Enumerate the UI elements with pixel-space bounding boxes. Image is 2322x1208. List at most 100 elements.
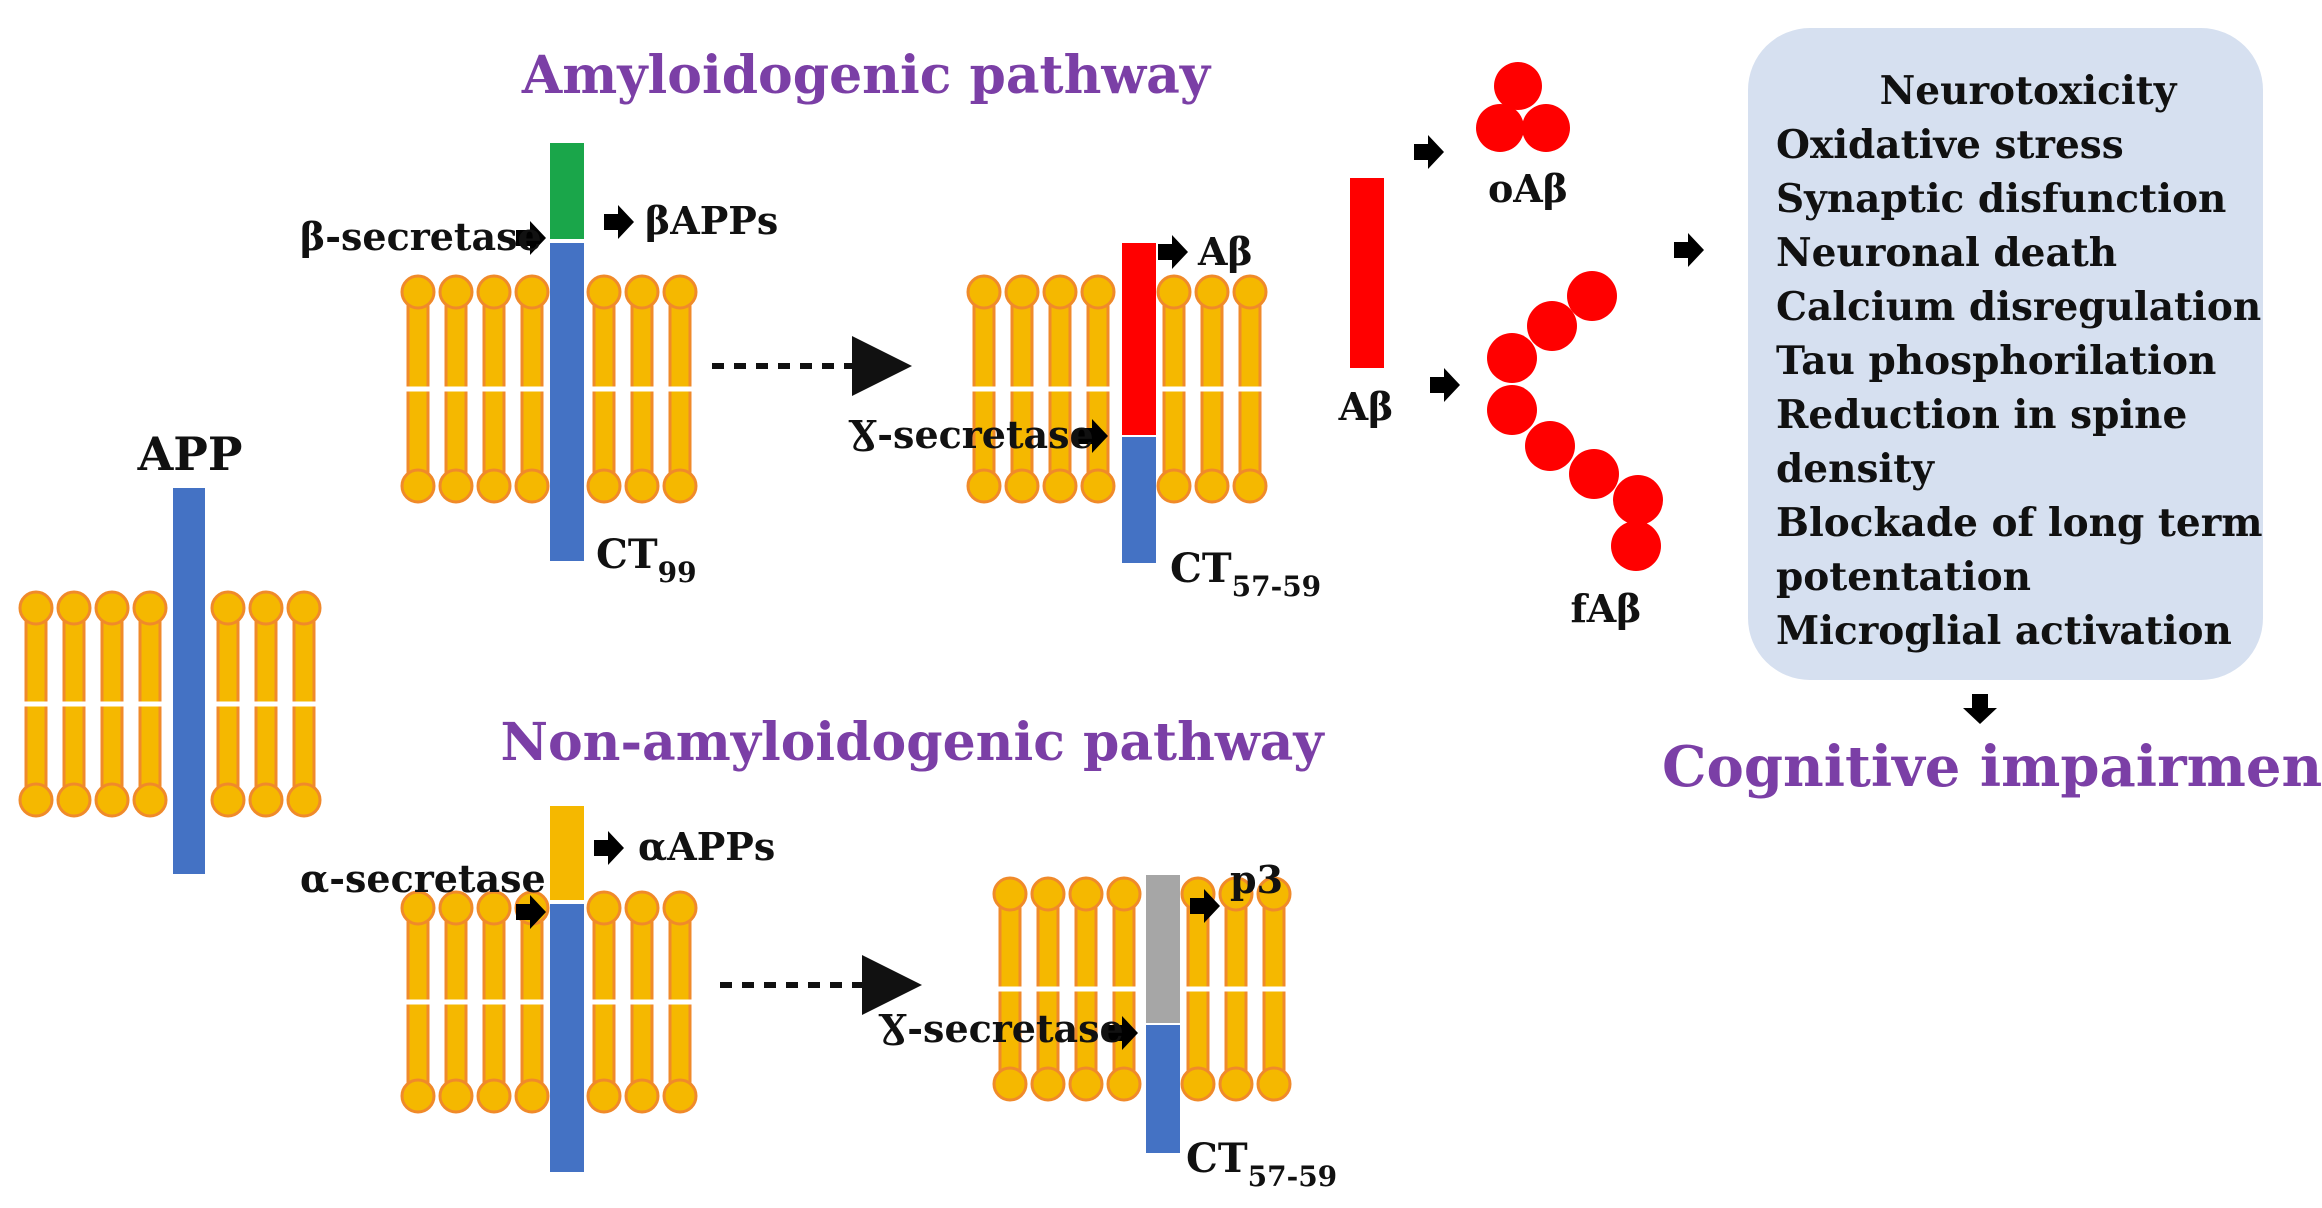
lipid-head	[476, 274, 512, 310]
lipid-bilayer	[400, 274, 698, 504]
ct83-fragment	[550, 904, 584, 1172]
lipid-head	[1180, 1066, 1216, 1102]
lipid-head	[1194, 274, 1230, 310]
lipid-head	[586, 1078, 622, 1114]
lipid-head	[438, 274, 474, 310]
p3-fragment	[1146, 875, 1180, 1023]
lipid-head	[132, 590, 168, 626]
fabeta-fibril	[1487, 271, 1663, 571]
lipid-head	[1068, 876, 1104, 912]
oligomer-ball	[1494, 62, 1542, 110]
lipid-head	[1004, 274, 1040, 310]
lipid-bilayer	[966, 274, 1268, 504]
lipid-bilayer	[992, 876, 1292, 1102]
lipid-head	[1156, 468, 1192, 504]
lipid-head	[514, 274, 550, 310]
lipid-head	[586, 890, 622, 926]
lipid-head	[94, 590, 130, 626]
fibril-ball	[1525, 421, 1575, 471]
alpha-apps-fragment	[550, 806, 584, 900]
membranes	[18, 274, 1292, 1114]
fibril-ball	[1487, 333, 1537, 383]
block-arrow	[1190, 889, 1220, 923]
ct5759b-main: CT	[1186, 1135, 1248, 1182]
fibril-ball	[1569, 449, 1619, 499]
lipid-head	[966, 274, 1002, 310]
block-arrow	[594, 831, 624, 865]
oabeta-oligomer	[1476, 62, 1570, 152]
lipid-head	[438, 890, 474, 926]
lipid-head	[248, 782, 284, 818]
lipid-head	[132, 782, 168, 818]
block-arrow	[516, 895, 546, 929]
effect-item: Calcium disregulation	[1776, 284, 2261, 330]
lipid-head	[400, 274, 436, 310]
lipid-head	[1106, 1066, 1142, 1102]
lipid-head	[210, 782, 246, 818]
lipid-head	[476, 1078, 512, 1114]
ct5759-fragment-2	[1146, 1025, 1180, 1153]
lipid-head	[1218, 1066, 1254, 1102]
lipid-head	[400, 1078, 436, 1114]
fibril-ball	[1611, 521, 1661, 571]
block-arrow	[1963, 694, 1997, 724]
lipid-head	[992, 876, 1028, 912]
protein-fragments	[173, 143, 1384, 1172]
lipid-head	[662, 468, 698, 504]
abeta-fragment-membrane	[1122, 243, 1156, 435]
lipid-head	[1004, 468, 1040, 504]
gamma-secretase-label: Ɣ-secretase	[848, 412, 1094, 457]
lipid-head	[1256, 876, 1292, 912]
lipid-bilayer	[18, 590, 322, 818]
ct99-fragment	[550, 243, 584, 561]
lipid-head	[210, 590, 246, 626]
lipid-head	[1030, 876, 1066, 912]
effect-item: Neurotoxicity	[1880, 68, 2178, 114]
oligomer-ball	[1476, 104, 1524, 152]
lipid-head	[1156, 274, 1192, 310]
lipid-head	[1080, 274, 1116, 310]
oligomer-ball	[1522, 104, 1570, 152]
lipid-head	[662, 1078, 698, 1114]
beta-secretase-label: β-secretase	[300, 214, 542, 259]
effect-item: potentation	[1776, 554, 2031, 600]
effect-item: density	[1776, 446, 1935, 492]
effect-item: Blockade of long term	[1776, 500, 2263, 546]
ct5759b-sub: 57-59	[1248, 1160, 1338, 1193]
lipid-head	[624, 890, 660, 926]
lipid-head	[400, 468, 436, 504]
ct99-main: CT	[596, 531, 658, 578]
lipid-head	[1042, 274, 1078, 310]
cognitive-impairment-label: Cognitive impairment	[1662, 734, 2322, 800]
effect-item: Neuronal death	[1776, 230, 2117, 276]
lipid-head	[1068, 1066, 1104, 1102]
abeta-label: Aβ	[1197, 229, 1253, 274]
lipid-head	[1106, 876, 1142, 912]
lipid-head	[662, 890, 698, 926]
lipid-bilayer	[400, 890, 698, 1114]
block-arrow	[1414, 135, 1444, 169]
lipid-head	[476, 468, 512, 504]
lipid-head	[56, 782, 92, 818]
beta-apps-label: βAPPs	[645, 198, 778, 243]
alpha-apps-label: αAPPs	[638, 824, 775, 869]
effect-item: Synaptic disfunction	[1776, 176, 2226, 222]
lipid-head	[18, 590, 54, 626]
lipid-head	[1232, 468, 1268, 504]
ct5759-fragment	[1122, 437, 1156, 563]
lipid-head	[286, 590, 322, 626]
lipid-head	[1080, 468, 1116, 504]
block-arrow	[1674, 233, 1704, 267]
block-arrow	[1430, 368, 1460, 402]
lipid-head	[476, 890, 512, 926]
fibril-ball	[1487, 385, 1537, 435]
lipid-head	[1042, 468, 1078, 504]
block-arrow	[1158, 235, 1188, 269]
ct5759-label: CT57-59	[1170, 545, 1321, 603]
lipid-head	[1030, 1066, 1066, 1102]
non-amyloidogenic-title: Non-amyloidogenic pathway	[500, 712, 1325, 773]
lipid-head	[438, 1078, 474, 1114]
lipid-head	[94, 782, 130, 818]
ct5759-label-2: CT57-59	[1186, 1135, 1337, 1193]
